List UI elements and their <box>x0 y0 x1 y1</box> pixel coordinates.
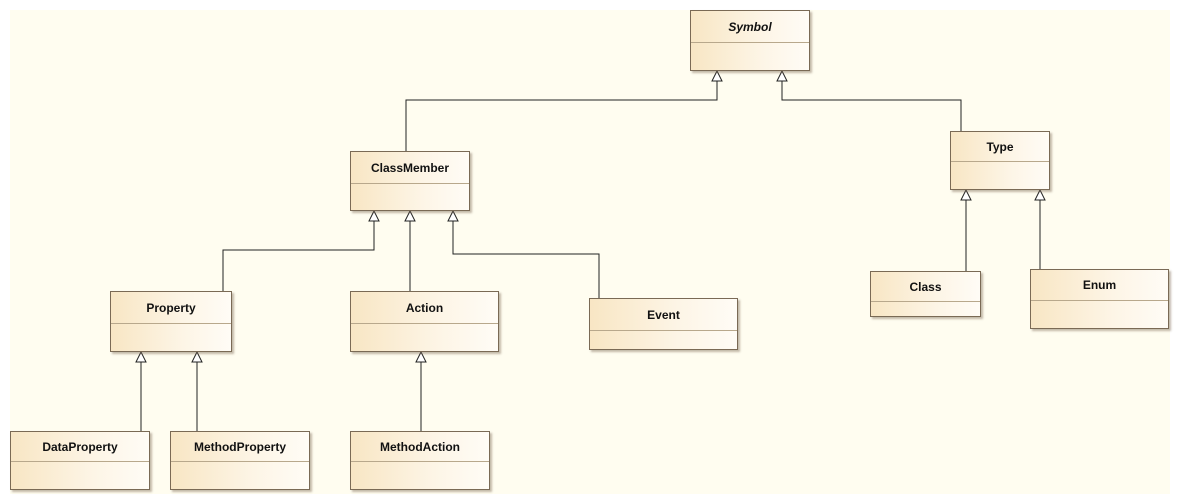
class-box-type[interactable]: Type <box>950 131 1050 190</box>
class-name-methodproperty: MethodProperty <box>171 432 309 462</box>
class-name-type: Type <box>951 132 1049 162</box>
class-name-dataproperty: DataProperty <box>11 432 149 462</box>
class-name-event: Event <box>590 299 737 331</box>
class-box-enum[interactable]: Enum <box>1030 269 1169 329</box>
class-name-class: Class <box>871 272 980 302</box>
class-name-action: Action <box>351 292 498 324</box>
diagram-canvas <box>10 10 1170 494</box>
class-box-dataproperty[interactable]: DataProperty <box>10 431 150 490</box>
class-name-property: Property <box>111 292 231 324</box>
class-name-symbol: Symbol <box>691 11 809 43</box>
class-box-classmember[interactable]: ClassMember <box>350 151 470 211</box>
class-box-action[interactable]: Action <box>350 291 499 352</box>
class-box-symbol[interactable]: Symbol <box>690 10 810 71</box>
class-name-classmember: ClassMember <box>351 152 469 184</box>
class-name-methodaction: MethodAction <box>351 432 489 462</box>
class-box-event[interactable]: Event <box>589 298 738 350</box>
class-box-methodproperty[interactable]: MethodProperty <box>170 431 310 490</box>
class-box-property[interactable]: Property <box>110 291 232 352</box>
class-name-enum: Enum <box>1031 270 1168 301</box>
class-box-methodaction[interactable]: MethodAction <box>350 431 490 490</box>
class-box-class[interactable]: Class <box>870 271 981 317</box>
